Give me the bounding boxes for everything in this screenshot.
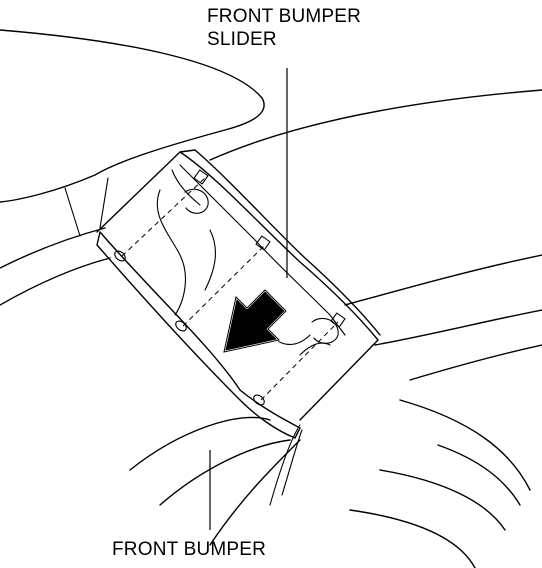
front-bumper-slider-label: FRONT BUMPER SLIDER <box>207 5 361 51</box>
bumper-body <box>129 254 542 568</box>
removal-direction-arrow <box>222 288 288 354</box>
leader-lines <box>209 68 288 530</box>
clip-alignment-lines <box>121 177 339 401</box>
front-bumper-slider-label-line2: SLIDER <box>207 29 277 50</box>
front-bumper-label: FRONT BUMPER <box>112 539 267 560</box>
front-bumper-slider-label-line1: FRONT BUMPER <box>207 6 362 27</box>
slider-panel <box>96 149 381 439</box>
fender-outline <box>0 29 542 306</box>
